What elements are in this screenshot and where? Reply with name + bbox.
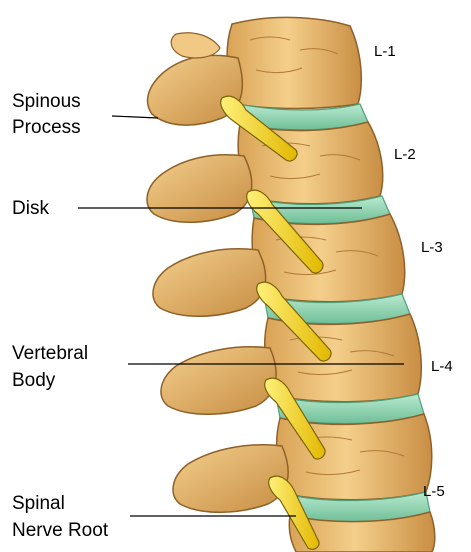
- label-disk: Disk: [12, 198, 49, 219]
- spinous-process-l3: [153, 249, 266, 316]
- level-label-l1: L-1: [374, 43, 396, 60]
- leader-spinous-process: [112, 116, 158, 118]
- spine-illustration: [147, 17, 435, 552]
- vertebral-body-l1: [227, 17, 361, 108]
- superior-facet-l1: [171, 33, 220, 58]
- label-spinal-nerve-root: Spinal Nerve Root: [12, 493, 109, 541]
- label-spinous-process: Spinous Process: [12, 91, 86, 138]
- structure-labels: Spinous Process Disk Vertebral Body Spin…: [12, 91, 109, 541]
- spinous-process-l4: [161, 347, 276, 414]
- level-label-l2: L-2: [394, 146, 416, 163]
- level-label-l4: L-4: [431, 358, 453, 375]
- label-vertebral-body: Vertebral Body: [12, 343, 93, 391]
- spinous-process-l2: [147, 155, 252, 222]
- level-label-l3: L-3: [421, 239, 443, 256]
- level-label-l5: L-5: [423, 483, 445, 500]
